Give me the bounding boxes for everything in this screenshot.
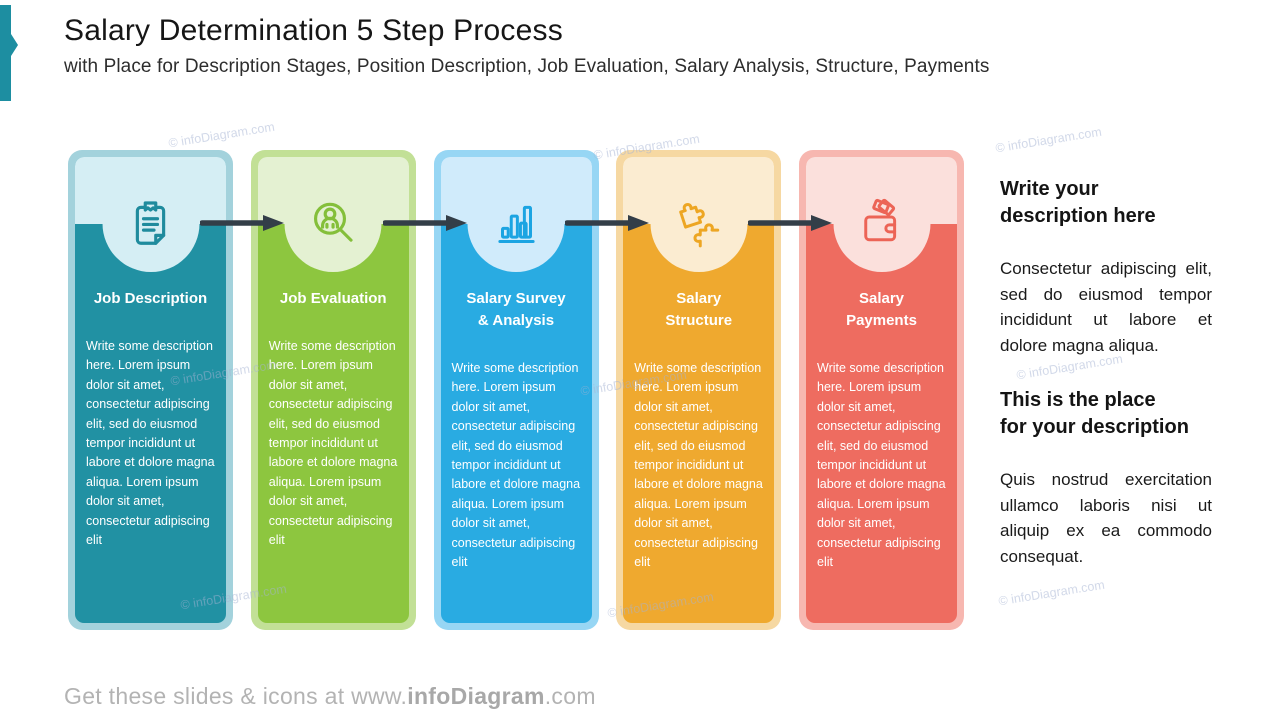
page-title: Salary Determination 5 Step Process [64,14,563,47]
panel-section: Write your description here Consectetur … [1000,176,1212,358]
footer-brand[interactable]: infoDiagram [407,683,545,709]
icon-circle [650,175,748,272]
card-surface: Job Evaluation Write some description he… [257,157,409,623]
icon-circle [833,175,930,272]
card-text-block: Salary Structure Write some description … [623,288,774,572]
step-title: Salary Payments [846,290,917,329]
step-description: Write some description here. Lorem ipsum… [817,361,946,570]
icon-circle [102,175,199,272]
slide-header: Salary Determination 5 Step Process with… [64,14,1214,78]
arrow-right-icon [383,215,467,231]
arrow-right-icon [200,215,284,231]
step-title: Job Evaluation [279,290,387,307]
description-panel: Write your description here Consectetur … [1000,176,1212,569]
panel-heading: Write your description here [1000,178,1156,227]
step-title: Salary Survey & Analysis [466,290,566,329]
step-card-job-description[interactable]: Job Description Write some description h… [68,150,233,630]
footer-text-suffix: .com [544,683,596,709]
clipboard-icon [135,200,166,245]
process-steps: Job Description Write some description h… [68,150,964,630]
arrow-right-icon [565,215,649,231]
step-title: Salary Structure [665,290,733,329]
wallet-icon [864,198,897,241]
page-subtitle: with Place for Description Stages, Posit… [64,56,990,77]
card-surface: Salary Survey & Analysis Write some desc… [440,157,592,623]
card-surface: Salary Structure Write some description … [623,157,775,623]
step-description: Write some description here. Lorem ipsum… [451,361,581,570]
arrow-right-icon [748,215,832,231]
footer-promo: Get these slides & icons at www.infoDiag… [64,683,596,710]
person-magnifier-icon [313,202,353,242]
icon-circle [284,175,382,272]
card-text-block: Job Description Write some description h… [75,288,226,550]
accent-bookmark [0,5,18,101]
panel-section: This is the place for your description Q… [1000,387,1212,569]
step-title: Job Description [93,290,208,307]
step-card-salary-survey-analysis[interactable]: Salary Survey & Analysis Write some desc… [433,150,599,630]
watermark: © infoDiagram.com [994,124,1103,156]
panel-heading: This is the place for your description [1000,389,1189,438]
step-card-job-evaluation[interactable]: Job Evaluation Write some description he… [250,150,416,630]
panel-paragraph: Consectetur adipiscing elit, sed do eius… [1000,259,1212,355]
puzzle-icon [679,202,720,247]
step-description: Write some description here. Lorem ipsum… [86,339,215,548]
step-card-salary-structure[interactable]: Salary Structure Write some description … [616,150,782,630]
card-text-block: Salary Survey & Analysis Write some desc… [441,288,592,572]
card-surface: Salary Payments Write some description h… [806,157,957,623]
card-surface: Job Description Write some description h… [75,157,226,623]
step-description: Write some description here. Lorem ipsum… [634,361,763,570]
icon-circle [467,175,565,272]
watermark: © infoDiagram.com [997,577,1106,609]
watermark: © infoDiagram.com [167,119,276,151]
card-text-block: Salary Payments Write some description h… [806,288,957,572]
card-text-block: Job Evaluation Write some description he… [258,288,409,550]
footer-text: Get these slides & icons at www. [64,683,408,709]
step-card-salary-payments[interactable]: Salary Payments Write some description h… [799,150,964,630]
bar-chart-icon [497,205,535,243]
step-description: Write some description here. Lorem ipsum… [268,339,398,548]
panel-paragraph: Quis nostrud exercitation ullamco labori… [1000,470,1212,566]
